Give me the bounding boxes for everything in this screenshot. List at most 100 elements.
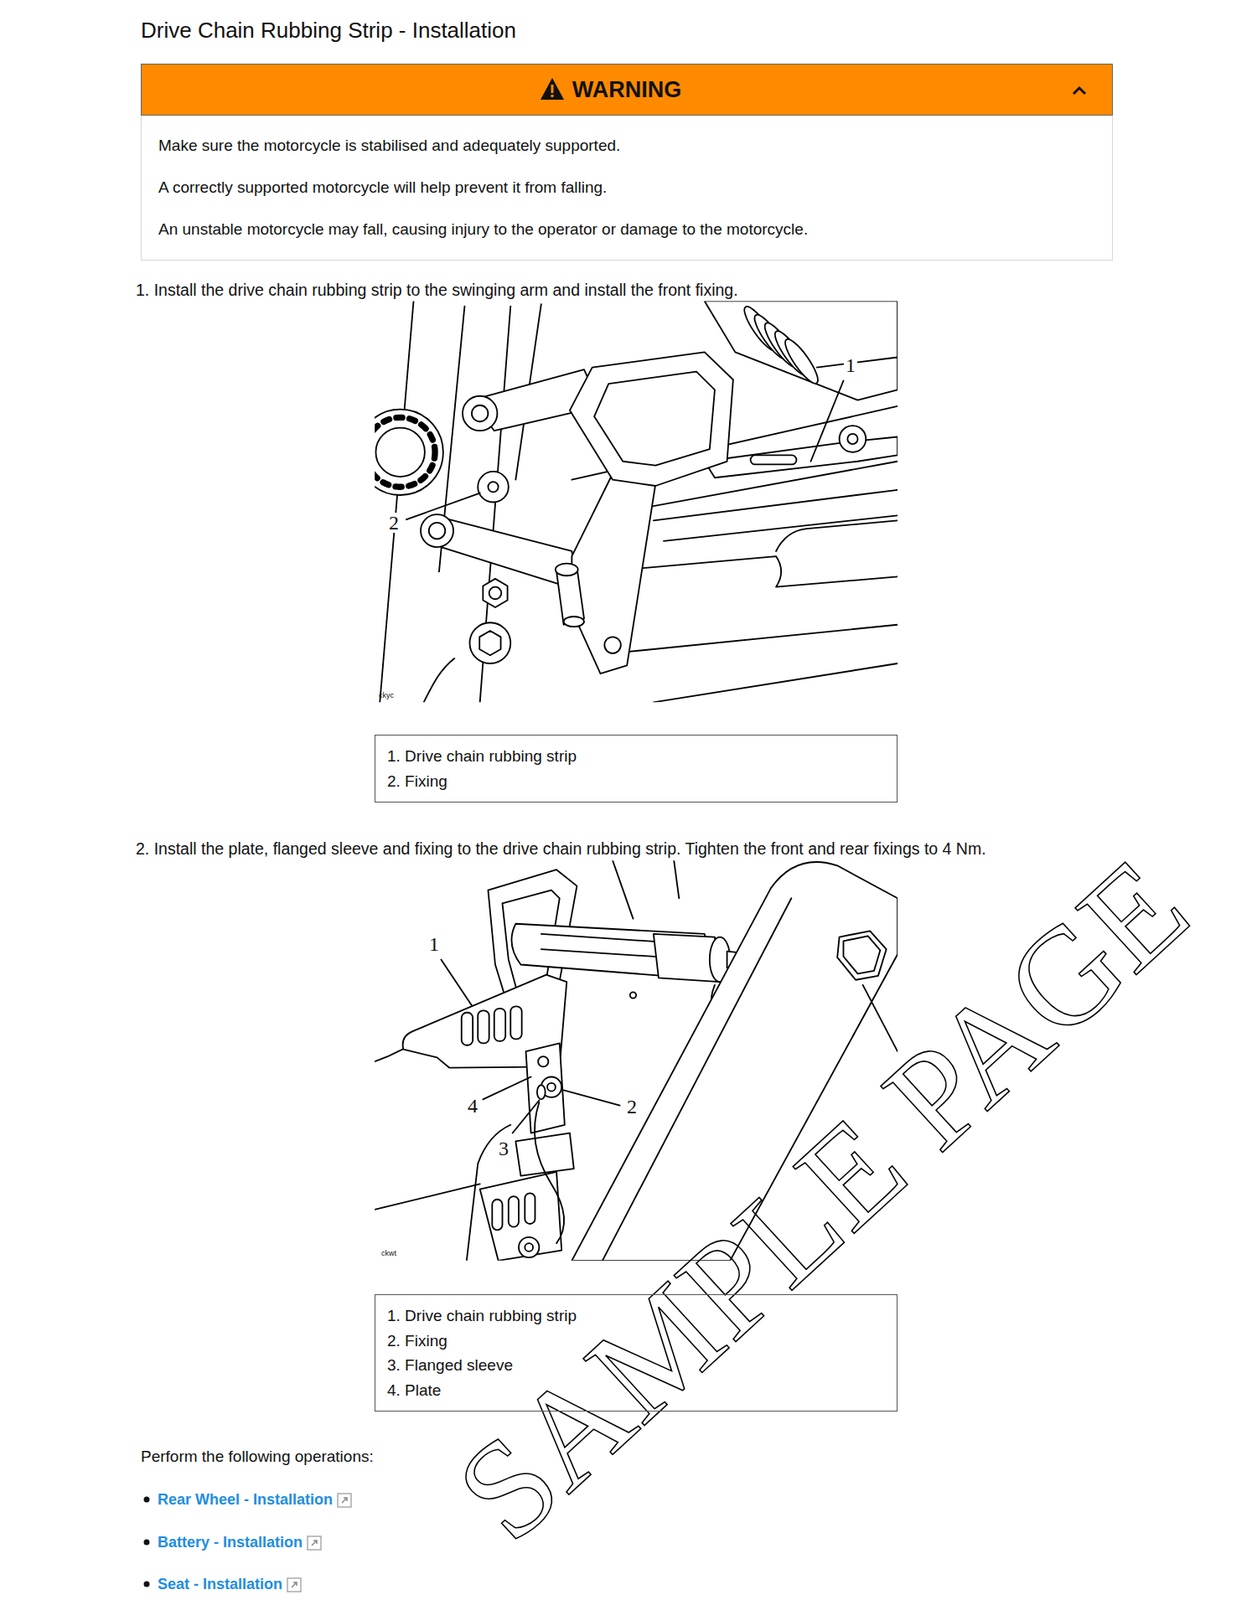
warning-panel: WARNING Make sure the motorcycle is stab…: [140, 63, 1113, 261]
procedure-link: Rear Wheel - Installation: [157, 1489, 333, 1511]
warning-text: A correctly supported motorcycle will he…: [158, 176, 1096, 198]
wire: [534, 1102, 564, 1244]
wire: [534, 1102, 564, 1244]
chain-rubbing-strip: [480, 1172, 562, 1262]
footrest-pin: [563, 616, 585, 627]
footrest-pin: [555, 563, 585, 628]
callout-number: 4: [465, 1096, 480, 1117]
warning-icon: [540, 77, 564, 100]
swinging-arm: [602, 556, 898, 588]
page-title: Drive Chain Rubbing Strip - Installation: [140, 16, 517, 44]
bracket: [515, 1133, 574, 1177]
list-bullet: [144, 1582, 151, 1589]
warning-header: WARNING: [140, 63, 1113, 116]
external-link-icon: [341, 1498, 347, 1504]
footrest-hanger: [571, 477, 656, 674]
key-entry: 3. Flanged sleeve: [387, 1353, 516, 1379]
collapse-chevron: [1071, 85, 1087, 96]
swinging-arm: [653, 663, 898, 703]
external-link-icon: [307, 1536, 321, 1551]
callout-number: 2: [387, 512, 401, 533]
flanged-sleeve: [537, 1085, 546, 1100]
callout-number: 1: [843, 355, 858, 376]
callout-number: 1: [427, 934, 441, 955]
leader-line: [810, 381, 844, 462]
list-bullet: [144, 1540, 151, 1547]
frame-lines: [424, 658, 456, 703]
frame-lines: [379, 300, 414, 703]
footrest-hanger: [420, 514, 454, 548]
warning-heading: WARNING: [572, 76, 683, 104]
warning-icon: [550, 94, 554, 99]
chain-rubbing-strip: [477, 1010, 489, 1044]
leader-line: [406, 493, 481, 521]
callout-number: 2: [625, 1096, 639, 1118]
footrest-hanger: [569, 351, 734, 487]
footrest-hanger: [429, 522, 445, 539]
chain-rubbing-strip: [461, 1013, 473, 1046]
rear-shock: [780, 336, 823, 388]
external-link-icon: [336, 1493, 352, 1509]
frame-lines: [374, 1184, 481, 1210]
swinging-arm: [663, 515, 898, 541]
list-bullet: [144, 1497, 151, 1589]
plate: [526, 1043, 565, 1133]
chain-rubbing-strip: [508, 1196, 519, 1228]
external-link-icon: [337, 1494, 352, 1508]
bolt: [482, 579, 507, 608]
footrest: [630, 992, 637, 999]
bolt: [470, 471, 512, 664]
external-link-icon: [311, 1541, 317, 1547]
outline: [466, 1125, 511, 1262]
figure-code: ckwt: [381, 1249, 397, 1258]
chain-rubbing-strip: [750, 455, 797, 465]
outline: [466, 1125, 511, 1262]
external-link-icon: [287, 1578, 301, 1593]
footrest-hanger: [434, 515, 579, 590]
step-text: 2. Install the plate, flanged sleeve and…: [135, 838, 987, 859]
key-entry: 2. Fixing: [387, 769, 451, 795]
warning-body: Make sure the motorcycle is stabilised a…: [141, 115, 1113, 260]
footrest-pin: [555, 563, 579, 577]
chain-rubbing-strip: [847, 434, 858, 445]
rear-shock: [704, 300, 898, 400]
frame-lines: [673, 860, 679, 899]
warning-icon: [539, 77, 565, 101]
bolt: [470, 622, 512, 664]
leader-line: [512, 1101, 540, 1134]
key-entry: 2. Fixing: [387, 1329, 451, 1355]
wheel-hub: [374, 417, 435, 487]
chain-rubbing-strip: [704, 425, 898, 478]
swinging-arm: [837, 931, 886, 980]
procedure-link: Seat - Installation: [157, 1574, 283, 1595]
wheel-hub: [374, 409, 444, 496]
footrest-hanger: [471, 405, 488, 422]
warning-text: Make sure the motorcycle is stabilised a…: [158, 134, 1096, 156]
chain-rubbing-strip: [403, 975, 568, 1262]
key-entry: 1. Drive chain rubbing strip: [387, 744, 580, 770]
warning-text: An unstable motorcycle may fall, causing…: [158, 218, 1096, 240]
callout-number: 3: [496, 1138, 511, 1159]
collapse-chevron: [1073, 87, 1086, 94]
external-link-icon: [286, 1577, 302, 1594]
chain-rubbing-strip: [839, 425, 867, 453]
key-entry: 4. Plate: [387, 1378, 444, 1404]
footrest-hanger: [594, 372, 715, 466]
bolt: [489, 587, 502, 601]
key-box: 1. Drive chain rubbing strip2. Fixing3. …: [374, 1294, 898, 1413]
wheel-hub: [375, 428, 425, 477]
swinging-arm: [612, 625, 898, 654]
instruction-text: Perform the following operations:: [140, 1447, 374, 1468]
plate: [537, 1056, 549, 1067]
bolt: [477, 471, 509, 503]
external-link-icon: [291, 1582, 297, 1589]
chain-rubbing-strip: [524, 1193, 535, 1225]
plate: [526, 1043, 565, 1133]
frame-lines: [612, 860, 633, 919]
frame-lines: [379, 300, 542, 703]
warning-icon: [550, 84, 554, 94]
rear-shock: [704, 300, 898, 400]
footrest-hanger: [462, 396, 497, 431]
nut: [524, 1243, 533, 1252]
chain-rubbing-strip: [510, 1006, 522, 1040]
